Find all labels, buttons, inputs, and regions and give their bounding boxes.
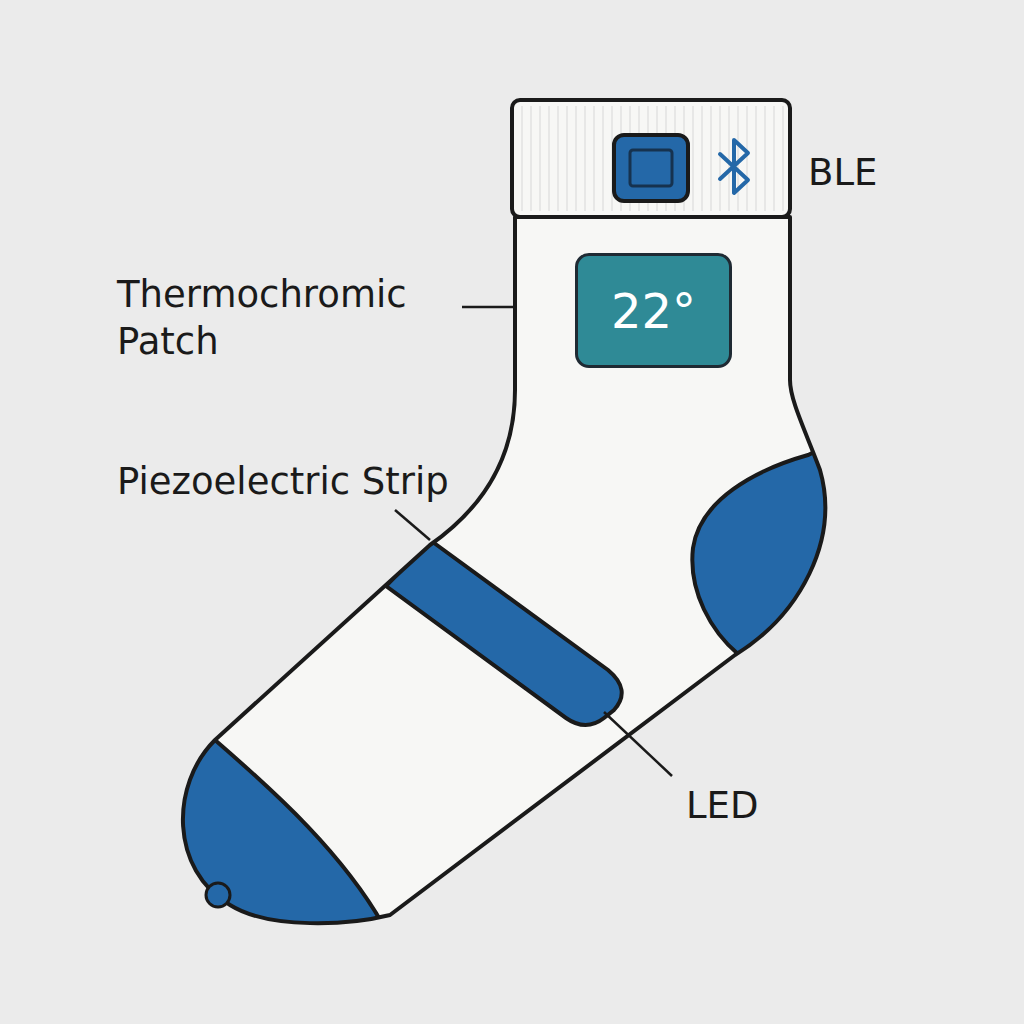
rib-line bbox=[737, 106, 739, 211]
rib-line bbox=[710, 106, 712, 211]
bluetooth-icon bbox=[720, 140, 748, 193]
heel-patch bbox=[692, 430, 860, 700]
rib-line bbox=[746, 106, 748, 211]
thermochromic-patch: 22° bbox=[575, 253, 732, 368]
ble-chip-core bbox=[630, 150, 672, 186]
leader-line bbox=[462, 306, 513, 309]
rib-line bbox=[548, 106, 550, 211]
rib-line bbox=[773, 106, 775, 211]
part-label: BLE bbox=[808, 150, 958, 197]
rib-line bbox=[557, 106, 559, 211]
rib-line bbox=[764, 106, 766, 211]
part-label: Thermochromic Patch bbox=[117, 272, 457, 366]
rib-line bbox=[593, 106, 595, 211]
rib-line bbox=[530, 106, 532, 211]
ble-chip bbox=[614, 135, 688, 201]
node-text: 22° bbox=[611, 283, 696, 339]
rib-line bbox=[719, 106, 721, 211]
rib-line bbox=[566, 106, 568, 211]
part-label: Piezoelectric Strip bbox=[117, 459, 457, 506]
rib-line bbox=[575, 106, 577, 211]
leader-line bbox=[604, 712, 672, 776]
rib-line bbox=[782, 106, 784, 211]
rib-line bbox=[692, 106, 694, 211]
rib-line bbox=[584, 106, 586, 211]
piezo-strip bbox=[386, 540, 622, 725]
rib-line bbox=[602, 106, 604, 211]
rib-line bbox=[539, 106, 541, 211]
led-dot bbox=[206, 883, 230, 907]
rib-line bbox=[521, 106, 523, 211]
cuff bbox=[512, 100, 790, 217]
rib-line bbox=[755, 106, 757, 211]
leader-line bbox=[395, 510, 430, 540]
cuff-ribbing bbox=[522, 106, 783, 211]
part-label: LED bbox=[686, 783, 836, 830]
rib-line bbox=[701, 106, 703, 211]
rib-line bbox=[728, 106, 730, 211]
toe-patch bbox=[100, 700, 386, 1000]
